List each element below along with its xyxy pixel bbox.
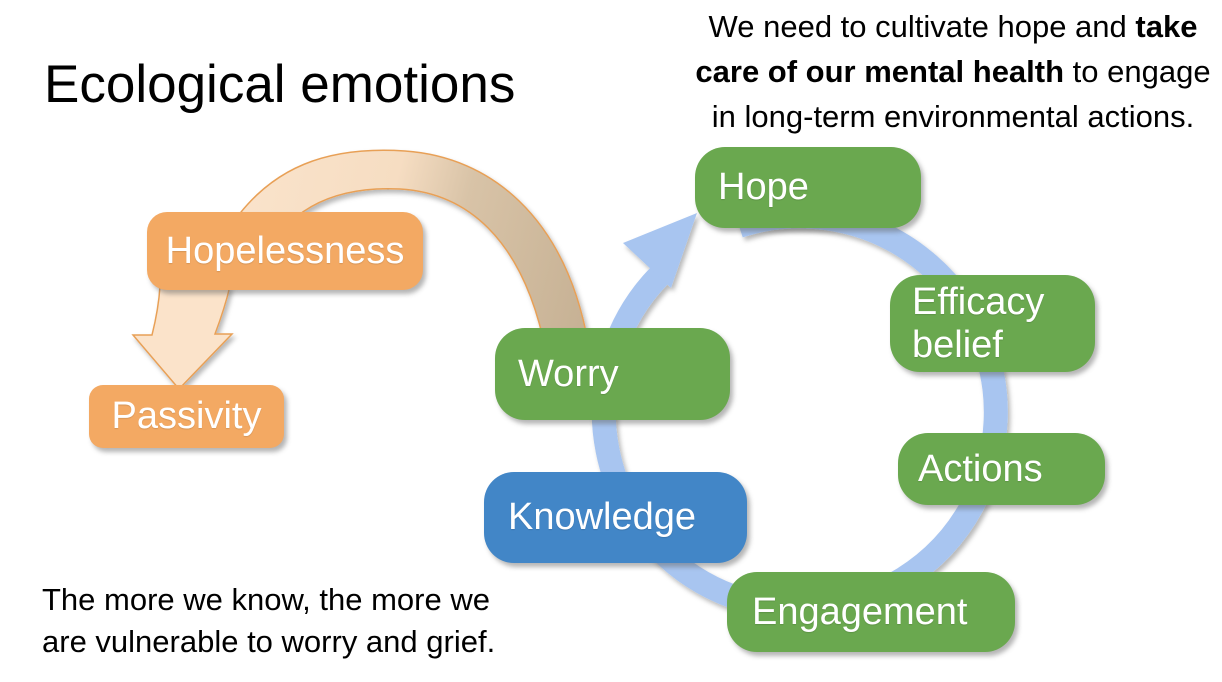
node-hopelessness: Hopelessness (147, 212, 423, 290)
hopelessness-to-passivity-arrow-icon (131, 285, 234, 391)
node-worry-label: Worry (518, 352, 619, 395)
page-title: Ecological emotions (44, 55, 516, 114)
node-engagement: Engagement (727, 572, 1015, 652)
node-efficacy-belief: Efficacy belief (890, 275, 1095, 372)
annotation-top-right: We need to cultivate hope and take care … (690, 4, 1216, 139)
cycle-ring-arrowhead-icon (623, 213, 697, 288)
node-actions-label: Actions (918, 447, 1043, 490)
annotation-top-right-line-2: care of our mental health to engage (695, 54, 1211, 89)
node-knowledge: Knowledge (484, 472, 747, 563)
node-hope-label: Hope (718, 166, 809, 209)
node-passivity-label: Passivity (111, 395, 262, 438)
node-efficacy-belief-label: Efficacy belief (912, 280, 1045, 366)
node-worry: Worry (495, 328, 730, 420)
annotation-bottom-left-line-2: are vulnerable to worry and grief. (42, 624, 496, 659)
node-knowledge-label: Knowledge (508, 496, 697, 539)
branch-arrows-group (131, 149, 587, 391)
node-actions: Actions (898, 433, 1105, 505)
annotation-top-right-line-1: We need to cultivate hope and take (708, 9, 1198, 44)
node-passivity: Passivity (89, 385, 284, 448)
node-hopelessness-label: Hopelessness (165, 229, 405, 272)
annotation-top-right-line-3: in long-term environmental actions. (711, 99, 1195, 134)
node-hope: Hope (695, 147, 921, 228)
annotation-bottom-left: The more we know, the more we are vulner… (42, 579, 542, 663)
node-engagement-label: Engagement (752, 590, 968, 633)
annotation-bottom-left-line-1: The more we know, the more we (42, 582, 490, 617)
